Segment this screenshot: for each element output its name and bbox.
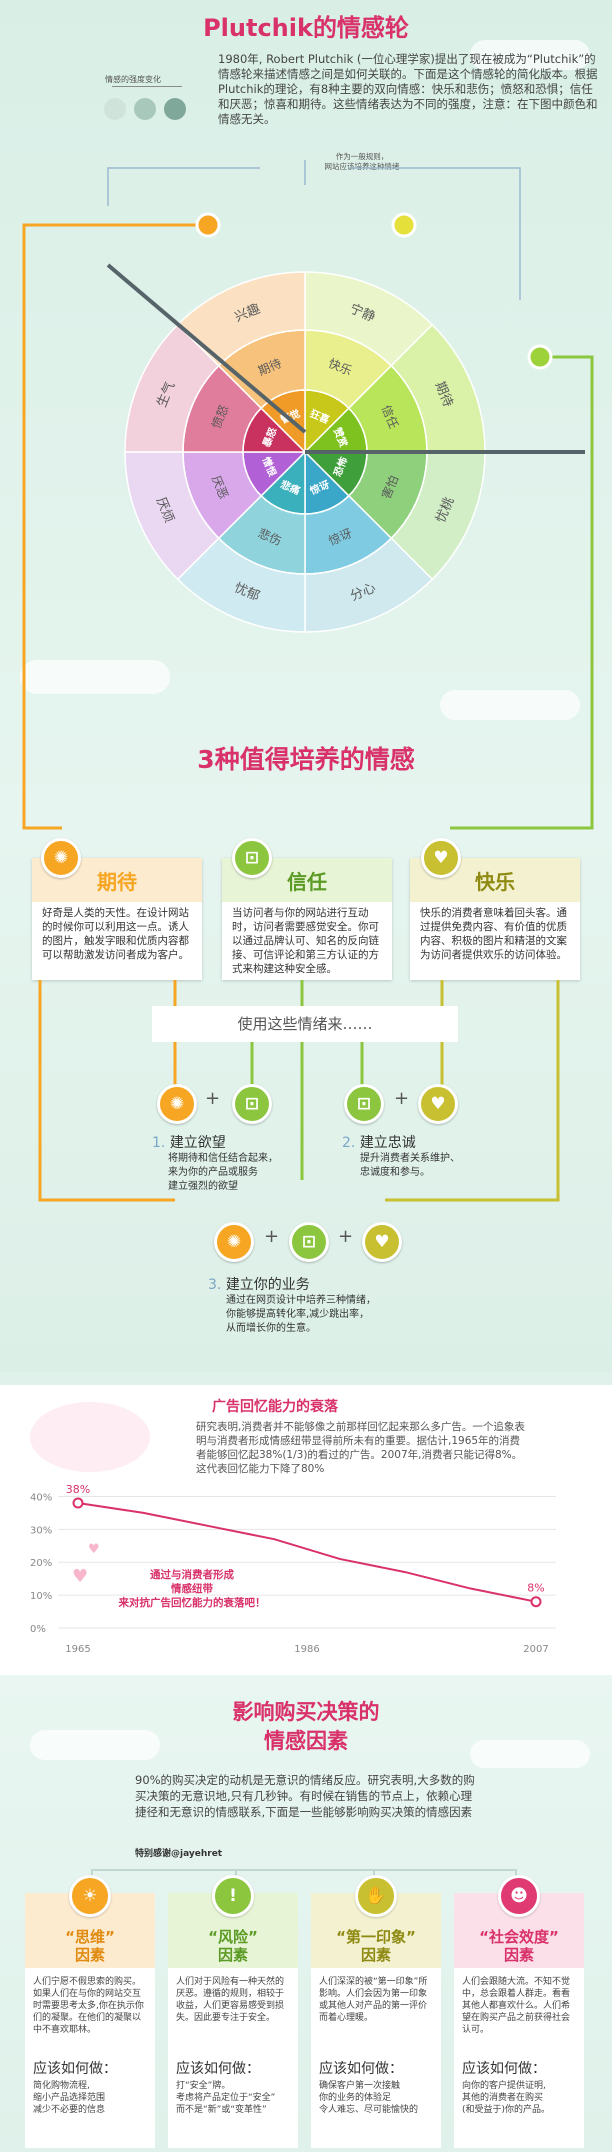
trust-connector <box>450 355 594 830</box>
factor-card: “思维” 因素人们宁愿不假思索的购买。如果人们在与你的网站交互时需要思考太多,你… <box>25 1893 155 2148</box>
intensity-legend-line <box>112 86 182 87</box>
note-connector-right <box>350 167 521 300</box>
note-connector-left <box>107 167 260 206</box>
y-tick-label: 20% <box>30 1558 52 1569</box>
x-tick-label: 1965 <box>65 1644 90 1655</box>
use-these-emotions-banner: 使用这些情绪来…… <box>152 1006 458 1042</box>
lock-icon: ⊡ <box>232 1084 272 1124</box>
heart-icon: ♥ <box>418 1084 458 1124</box>
heart-icon: ♥ <box>421 838 461 878</box>
x-tick-label: 2007 <box>523 1644 548 1655</box>
factor-solution: 简化购物流程, 缩小产品选择范围 减少不必要的信息 <box>33 2081 106 2115</box>
joy-dot <box>391 212 417 238</box>
intensity-dot-medium <box>134 98 156 120</box>
rule-note: 作为一般规则， 网站应该培养这种情绪 <box>324 152 400 171</box>
y-tick-label: 40% <box>30 1492 52 1503</box>
ad-recall-text: 研究表明,消费者并不能够像之前那样回忆起来那么多广告。一个追象表明与消费者形成情… <box>196 1421 525 1475</box>
card-joy-body: 快乐的消费者意味着回头客。通过提供免费内容、有价值的优质内容、积极的图片和精湛的… <box>420 907 567 961</box>
ad-recall-title: 广告回忆能力的衰落 <box>212 1399 338 1415</box>
heart-icon: ♥ <box>88 1542 100 1557</box>
cloud-decoration <box>30 1730 160 1760</box>
factor-how-label: 应该如何做： <box>462 2061 546 2077</box>
trust-dot <box>527 344 553 370</box>
starburst-icon: ✺ <box>157 1084 197 1124</box>
step-1-title: 1. 建立欲望 <box>152 1135 226 1151</box>
factor-body: 人们深深的被“第一印象”所影响。人们会因为第一印象或其他人对产品的第一评价而着心… <box>319 1977 428 2023</box>
ad-recall-callout: 通过与消费者形成 情感纽带 来对抗广告回忆能力的衰落吧！ <box>118 1569 266 1609</box>
cloud-decoration <box>470 40 590 70</box>
factor-card: “社会效度” 因素人们会跟随大流。不知不觉中，总会跟着人群走。看看其他人都喜欢什… <box>454 1893 584 2148</box>
data-point <box>530 1596 542 1608</box>
card-trust: 信任 当访问者与你的网站进行互动时，访问者需要感觉安全。你可以通过品牌认可、知名… <box>222 858 392 980</box>
page-title: Plutchik的情感轮 <box>203 14 409 42</box>
cloud-decoration <box>470 1740 590 1768</box>
factor-how-label: 应该如何做： <box>319 2061 403 2077</box>
warning-icon: ! <box>212 1875 254 1917</box>
speech-bubble-decoration <box>30 1402 150 1472</box>
wheel-axis-diagonal <box>106 263 307 434</box>
plus-sign: + <box>338 1226 354 1247</box>
step-1-body: 将期待和信任结合起来， 来为你的产品或服务 建立强烈的欲望 <box>168 1153 278 1192</box>
factor-solution: 打“安全”牌。 考虑将产品定位于“安全” 而不是“新”或“变革性” <box>176 2081 276 2115</box>
factor-solution: 确保客户第一次接触 你的业务的体验足 令人难忘、尽可能愉快的 <box>319 2081 419 2115</box>
intensity-dot-light <box>104 98 126 120</box>
plus-sign: + <box>264 1226 280 1247</box>
data-point <box>72 1497 84 1509</box>
purchase-factors-title: 影响购买决策的 情感因素 <box>232 1700 380 1753</box>
emotion-wheel-diagram: 狂喜赞赏恐怖惊讶悲痛憎恨暴怒警觉快乐信任害怕惊讶悲伤厌恶愤怒期待宁静期待忧桃分心… <box>22 160 594 830</box>
factor-card: “第一印象” 因素人们深深的被“第一印象”所影响。人们会因为第一印象或其他人对产… <box>311 1893 441 2148</box>
emotion-wheel: 狂喜赞赏恐怖惊讶悲痛憎恨暴怒警觉快乐信任害怕惊讶悲伤厌恶愤怒期待宁静期待忧桃分心… <box>124 271 486 633</box>
intensity-legend-label: 情感的强度变化 <box>105 75 161 84</box>
cloud-decoration <box>440 690 580 720</box>
section-title-three-emotions: 3种值得培养的情感 <box>197 745 415 774</box>
step-2-body: 提升消费者关系维护、 忠诚度和参与。 <box>360 1153 460 1178</box>
ad-recall-chart: 40% 30% 20% 10% 0% 1965 1986 2007 38% 8% <box>30 1483 556 1655</box>
people-icon: ☻ <box>498 1875 540 1917</box>
intensity-dot-strong <box>164 98 186 120</box>
step-3-body: 通过在网页设计中培养三种情绪， 你能够提高转化率,减少跳出率， 从而增长你的生意… <box>226 1295 376 1334</box>
bulb-icon: ☀ <box>69 1875 111 1917</box>
factor-solution: 向你的客户提供证明, 其他的消费者在购买 (和受益于)你的产品。 <box>462 2081 551 2115</box>
anticipation-dot <box>195 212 221 238</box>
heart-icon: ♥ <box>72 1566 89 1587</box>
heart-icon: ♥ <box>362 1222 402 1262</box>
plus-sign: + <box>205 1088 221 1109</box>
factor-how-label: 应该如何做： <box>33 2061 117 2077</box>
step-3-title: 3. 建立你的业务 <box>208 1277 310 1293</box>
lock-icon: ⊡ <box>232 838 272 878</box>
plus-sign: + <box>394 1088 410 1109</box>
recall-line <box>77 1502 537 1603</box>
lock-icon: ⊡ <box>344 1084 384 1124</box>
cloud-decoration <box>20 660 170 694</box>
intro-text: 1980年, Robert Plutchik (一位心理学家)提出了现在被成为“… <box>218 52 598 126</box>
factor-card: “风险” 因素人们对于风险有一种天然的厌恶。遵循的规则，相较于收益，人们更容易感… <box>168 1893 298 2148</box>
factor-body: 人们宁愿不假思索的购买。如果人们在与你的网站交互时需要思考太多,你在执示你们的凝… <box>33 1977 144 2035</box>
x-tick-label: 1986 <box>294 1644 319 1655</box>
data-label: 38% <box>66 1483 90 1496</box>
anticipation-connector <box>22 223 208 830</box>
thumbs-up-icon: ✋ <box>355 1875 397 1917</box>
factor-body: 人们会跟随大流。不知不觉中，总会跟着人群走。看看其他人都喜欢什么。人们希望在购买… <box>462 1977 571 2035</box>
credit-line: 特别感谢@jayehret <box>135 1849 223 1859</box>
y-tick-label: 10% <box>30 1591 52 1602</box>
card-trust-body: 当访问者与你的网站进行互动时，访问者需要感觉安全。你可以通过品牌认可、知名的反向… <box>232 907 379 975</box>
lock-icon: ⊡ <box>289 1222 329 1262</box>
starburst-icon: ✺ <box>214 1222 254 1262</box>
data-label: 8% <box>527 1582 544 1595</box>
y-tick-label: 30% <box>30 1525 52 1536</box>
starburst-icon: ✺ <box>41 838 81 878</box>
purchase-factors-text: 90%的购买决定的动机是无意识的情绪反应。研究表明,大多数的购买决策的无意识地,… <box>135 1773 475 1819</box>
factor-body: 人们对于风险有一种天然的厌恶。遵循的规则，相较于收益，人们更容易感受到损失。因此… <box>176 1977 285 2023</box>
y-tick-label: 0% <box>30 1624 46 1635</box>
card-anticipation-body: 好奇是人类的天性。在设计网站的时候你可以利用这一点。诱人的图片，触发字眼和优质内… <box>42 907 189 961</box>
factor-how-label: 应该如何做： <box>176 2061 260 2077</box>
step-2-title: 2. 建立忠诚 <box>342 1135 416 1151</box>
